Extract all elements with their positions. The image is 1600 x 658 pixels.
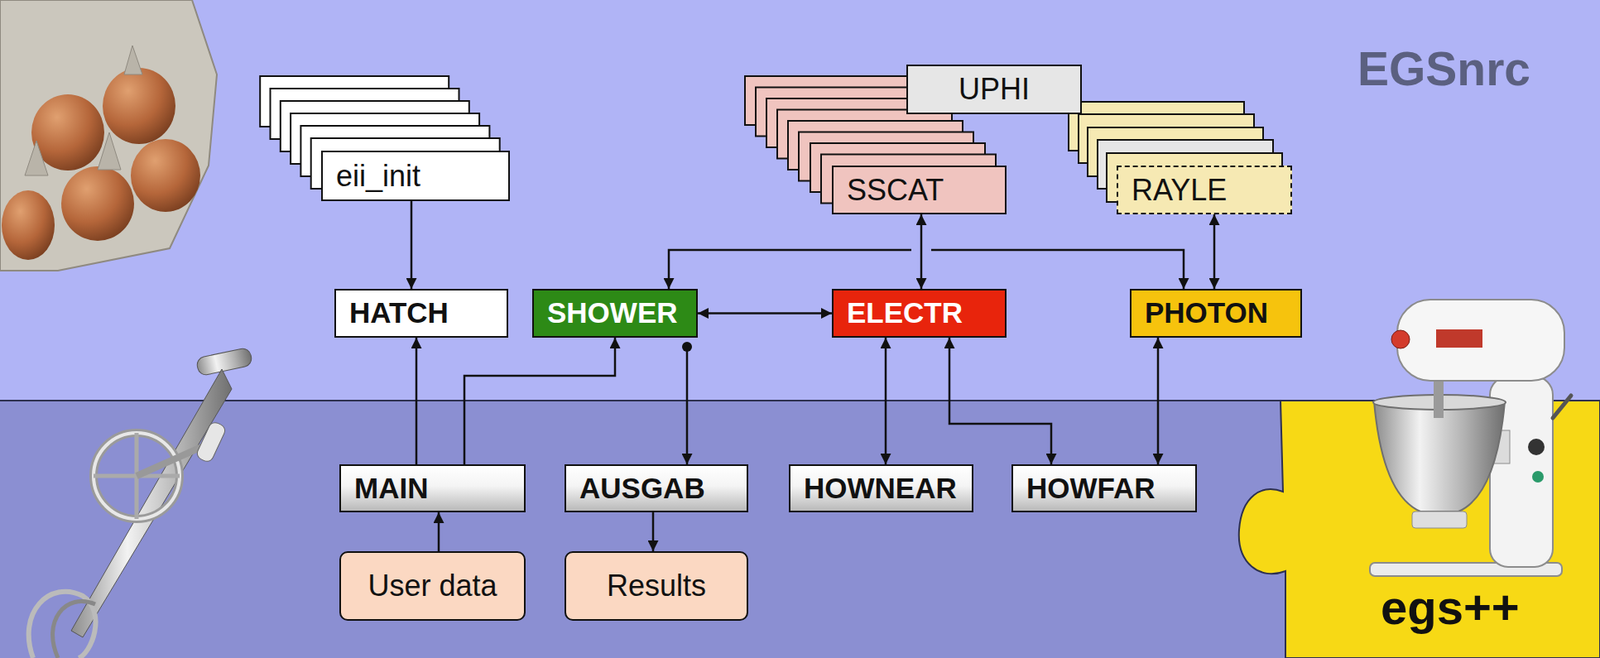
egg-carton bbox=[61, 166, 135, 241]
egg-beater bbox=[28, 591, 97, 658]
region-label: EGSnrc bbox=[1357, 45, 1531, 93]
call-arrow bbox=[920, 214, 923, 289]
box-label: ELECTR bbox=[846, 297, 963, 330]
call-arrow bbox=[1157, 337, 1160, 465]
region-ground bbox=[0, 400, 1600, 658]
call-dot bbox=[686, 350, 689, 465]
box-label: MAIN bbox=[354, 472, 428, 505]
egg-carton bbox=[0, 0, 217, 271]
call-arrow bbox=[464, 337, 616, 465]
routine-box: eii_init bbox=[321, 150, 510, 202]
call-arrow bbox=[410, 201, 414, 289]
routine-box: SSCAT bbox=[831, 165, 1007, 215]
egg-carton bbox=[97, 132, 121, 170]
stand-mixer bbox=[1412, 511, 1467, 529]
call-arrow bbox=[652, 512, 655, 552]
egg-carton bbox=[130, 139, 201, 212]
box-label: PHOTON bbox=[1144, 297, 1269, 330]
stand-mixer bbox=[1369, 299, 1572, 577]
egg-carton bbox=[1, 190, 55, 260]
box-label: Results bbox=[606, 569, 707, 603]
routine-box: SHOWER bbox=[532, 288, 698, 338]
stand-mixer bbox=[1433, 376, 1444, 419]
call-arrow bbox=[884, 337, 888, 465]
data-box: Results bbox=[564, 551, 749, 621]
call-arrow bbox=[437, 512, 441, 552]
box-label: User data bbox=[367, 569, 497, 603]
region-label: egs++ bbox=[1380, 583, 1520, 632]
routine-box: RAYLE bbox=[1116, 165, 1293, 215]
box-label: HATCH bbox=[349, 297, 449, 330]
call-arrow bbox=[415, 337, 419, 465]
egg-beater bbox=[195, 420, 227, 464]
egg-carton bbox=[124, 45, 143, 75]
box-label: SHOWER bbox=[547, 297, 678, 330]
call-arrow bbox=[949, 337, 1052, 465]
stand-mixer bbox=[1436, 329, 1483, 348]
box-label: UPHI bbox=[958, 72, 1030, 106]
box-label: AUSGAB bbox=[579, 472, 706, 505]
routine-box: ELECTR bbox=[831, 288, 1007, 338]
stand-mixer bbox=[1552, 395, 1572, 419]
routine-box: MAIN bbox=[339, 464, 526, 513]
egg-beater bbox=[195, 346, 253, 376]
stand-mixer bbox=[1397, 299, 1565, 381]
call-arrow bbox=[697, 312, 832, 315]
box-label: RAYLE bbox=[1131, 173, 1227, 207]
data-box: User data bbox=[339, 551, 526, 621]
egg-beater bbox=[71, 369, 232, 638]
stand-mixer bbox=[1532, 470, 1544, 483]
routine-box: HOWNEAR bbox=[788, 464, 974, 513]
routine-box: HATCH bbox=[334, 288, 509, 338]
stand-mixer bbox=[1527, 438, 1545, 456]
call-arrow bbox=[1213, 214, 1216, 289]
routine-box: UPHI bbox=[906, 64, 1082, 115]
routine-box: PHOTON bbox=[1129, 288, 1303, 338]
egg-beater bbox=[52, 600, 96, 658]
egg-carton bbox=[0, 0, 217, 271]
box-label: SSCAT bbox=[846, 173, 944, 207]
egg-beater bbox=[28, 346, 254, 658]
box-label: HOWNEAR bbox=[803, 472, 957, 505]
egg-carton bbox=[102, 67, 176, 145]
call-dot bbox=[682, 341, 692, 352]
routine-box: AUSGAB bbox=[564, 464, 749, 513]
call-dot bbox=[682, 341, 692, 465]
box-label: HOWFAR bbox=[1026, 472, 1156, 505]
region-ground bbox=[0, 0, 1600, 401]
stand-mixer bbox=[1391, 330, 1410, 349]
egg-carton bbox=[24, 140, 49, 176]
box-label: eii_init bbox=[336, 159, 421, 193]
call-arrow bbox=[668, 249, 1184, 289]
routine-box: HOWFAR bbox=[1011, 464, 1197, 513]
